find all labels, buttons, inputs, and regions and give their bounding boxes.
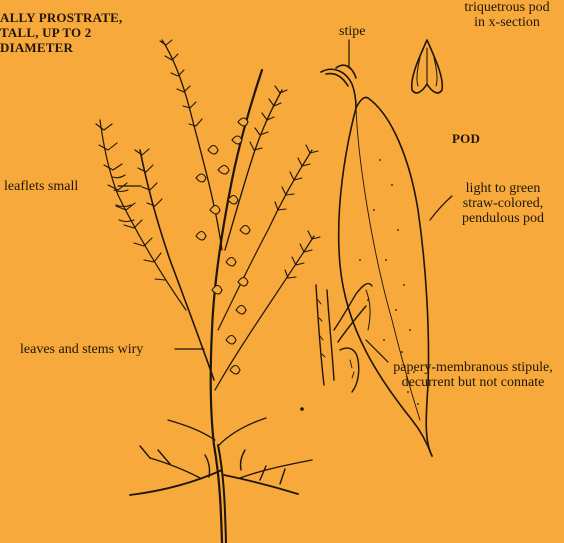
leader-lines (118, 40, 452, 362)
stipule-label: papery-membranous stipule, decurrent but… (384, 360, 562, 390)
plant-drawing (96, 40, 320, 543)
pod-description-line-3: pendulous pod (448, 211, 558, 226)
pod-description-line-1: light to green (448, 181, 558, 196)
header-note: ALLY PROSTRATE, TALL, UP TO 2 DIAMETER (0, 10, 122, 55)
stipule-drawing (316, 284, 372, 392)
leaflets-label: leaflets small (4, 179, 78, 194)
header-note-line-2: TALL, UP TO 2 (0, 25, 122, 40)
xsection-drawing (412, 40, 443, 93)
xsection-label: triquetrous pod in x-section (450, 0, 564, 30)
stipule-label-line-2: decurrent but not connate (384, 375, 562, 390)
stipule-label-line-1: papery-membranous stipule, (384, 360, 562, 375)
stems-label: leaves and stems wiry (20, 342, 143, 357)
pod-drawing (321, 65, 432, 456)
xsection-label-line-1: triquetrous pod (450, 0, 564, 15)
header-note-line-3: DIAMETER (0, 40, 122, 55)
pod-label: POD (452, 131, 480, 146)
stipe-label: stipe (339, 24, 365, 39)
header-note-line-1: ALLY PROSTRATE, (0, 10, 122, 25)
xsection-label-line-2: in x-section (450, 15, 564, 30)
pod-description-line-2: straw-colored, (448, 196, 558, 211)
pod-description: light to green straw-colored, pendulous … (448, 181, 558, 226)
